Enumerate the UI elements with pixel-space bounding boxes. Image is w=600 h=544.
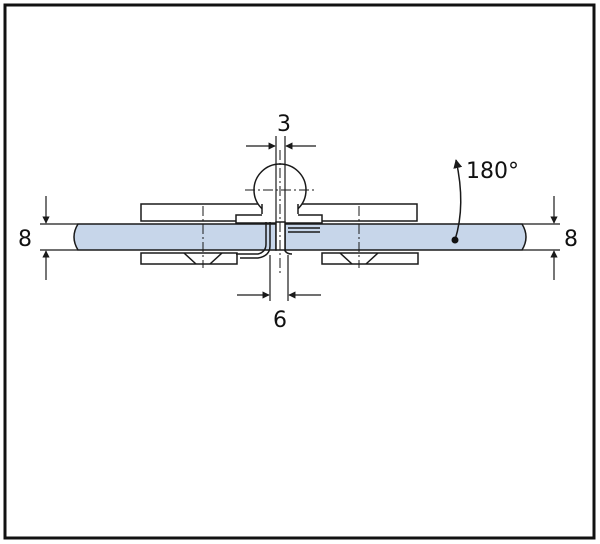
- drawing-border: [3, 3, 596, 540]
- top-gap-label: 3: [277, 112, 291, 137]
- rotation-angle-label: 180°: [466, 159, 519, 184]
- rotation-indicator: [451, 159, 463, 244]
- bottom-right-plate: [321, 252, 419, 265]
- top-gap-dimension: [246, 136, 316, 222]
- thickness-extension-lines: [40, 223, 560, 251]
- rotation-origin-dot: [451, 236, 459, 244]
- bottom-clamp-plates: [140, 252, 419, 265]
- rotation-arrow: [453, 159, 463, 241]
- screw-centerlines: [202, 150, 360, 275]
- right-glass-panel: [284, 223, 527, 251]
- bottom-gap-label: 6: [273, 308, 287, 333]
- left-glass-panel: [73, 223, 277, 251]
- right-thickness-label: 8: [564, 227, 578, 252]
- bottom-gap-dimension: [237, 255, 321, 301]
- left-thickness-label: 8: [18, 227, 32, 252]
